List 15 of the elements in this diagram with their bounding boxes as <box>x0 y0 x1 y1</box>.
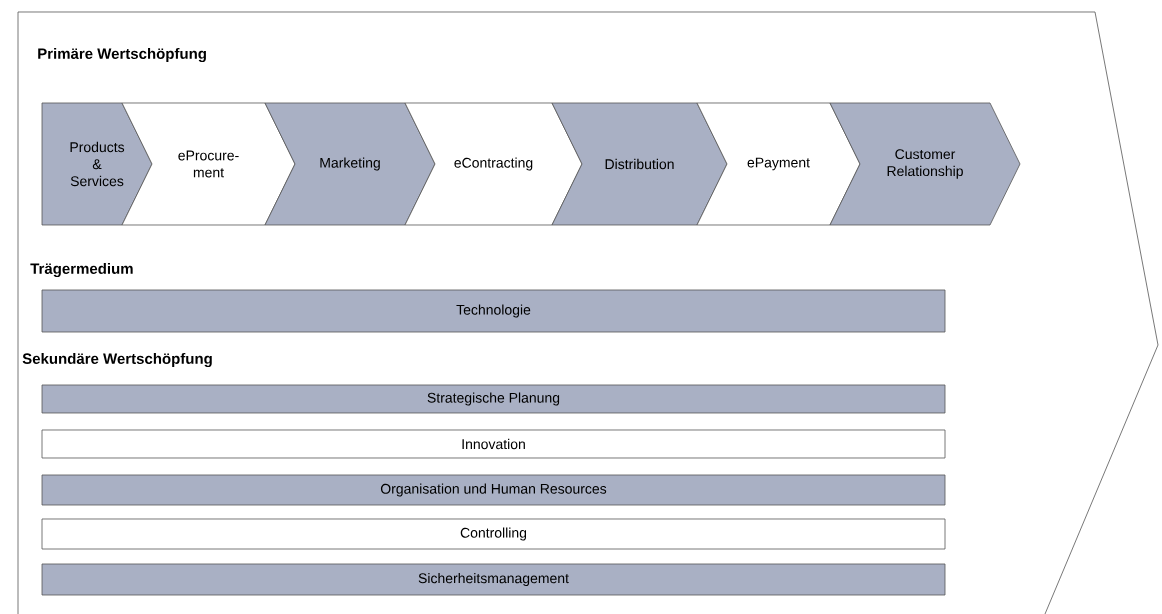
process-step: Customer Relationship <box>829 102 1021 226</box>
layer-bar: Strategische Planung <box>41 384 946 414</box>
layer-bar: Sicherheitsmanagement <box>41 563 946 596</box>
section-heading: Sekundäre Wertschöpfung <box>22 353 212 368</box>
section-heading: Primäre Wertschöpfung <box>38 47 206 63</box>
process-step: Products & Services <box>41 102 153 226</box>
process-step: ePayment <box>696 102 861 226</box>
layer-bar: Innovation <box>41 429 946 459</box>
process-step: Marketing <box>264 102 436 226</box>
section-heading: Trägermedium <box>30 262 133 278</box>
layer-bar: Controlling <box>41 518 946 550</box>
process-step: eContracting <box>404 102 583 226</box>
layer-bar: Organisation und Human Resources <box>41 474 946 506</box>
process-step: Distribution <box>551 102 728 226</box>
layer-bar: Technologie <box>41 289 946 333</box>
